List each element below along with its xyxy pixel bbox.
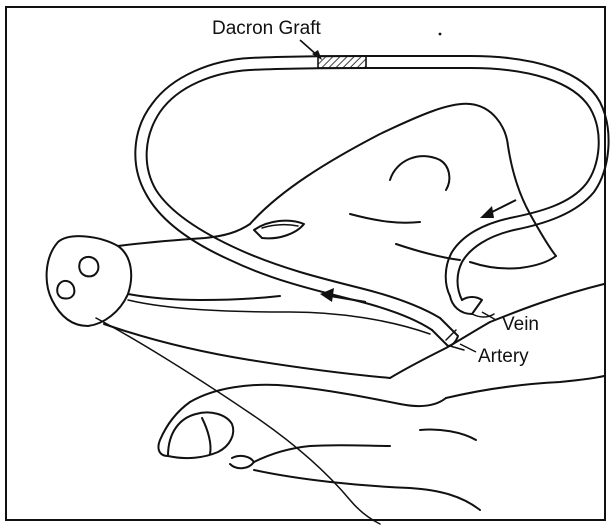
pig-hoof — [168, 412, 233, 458]
pig-eye-lid — [262, 225, 298, 228]
flow-arrow-icon — [480, 200, 516, 218]
pig-hind-hoof-hint — [420, 429, 476, 440]
figure-frame — [6, 7, 605, 520]
artery-label: Artery — [478, 346, 529, 367]
shunt-tube — [135, 56, 608, 350]
stray-mark — [439, 33, 442, 36]
vein-leader — [482, 312, 496, 320]
vein-label: Vein — [502, 314, 539, 335]
pig-snout — [47, 236, 132, 326]
pig-belly — [254, 445, 390, 462]
pig-front-leg — [190, 385, 446, 406]
pig-hoof-split — [202, 418, 211, 454]
pig-eye — [254, 221, 304, 239]
pig-jaw — [128, 294, 280, 300]
hatched-graft-segment — [318, 56, 366, 68]
pig-back — [470, 256, 556, 269]
graft-label: Dacron Graft — [212, 18, 321, 39]
pig-nostril-lower — [57, 281, 74, 299]
pig-body-right — [446, 376, 604, 398]
pig-rope-back — [128, 300, 430, 334]
pig-hind-leg — [254, 470, 480, 510]
pig-ear-base — [350, 214, 420, 223]
pig-ear — [250, 104, 556, 256]
flow-arrow-icon — [320, 288, 366, 302]
pig-chin — [104, 324, 390, 378]
tube-inner-wall — [135, 56, 608, 330]
pig-ear-inner — [390, 156, 449, 190]
tube-outer-wall — [147, 68, 599, 318]
pig-neck — [390, 322, 490, 378]
pig-nostril-upper — [79, 257, 98, 276]
artery-leader — [460, 344, 476, 352]
vein-cannula — [450, 296, 482, 314]
pig-shoulder — [396, 244, 460, 260]
pig-rope — [96, 318, 380, 524]
pig-dewclaw — [230, 456, 254, 468]
